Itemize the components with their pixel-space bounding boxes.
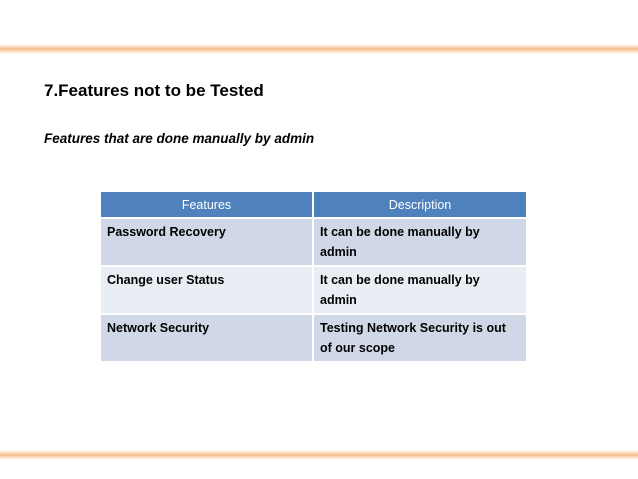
top-decorative-band (0, 44, 638, 54)
table-row: Network Security Testing Network Securit… (101, 314, 526, 361)
slide-subtitle: Features that are done manually by admin (44, 131, 315, 146)
description-cell: It can be done manually by admin (313, 266, 526, 315)
description-cell: Testing Network Security is out of our s… (313, 314, 526, 361)
table-row: Change user Status It can be done manual… (101, 266, 526, 315)
feature-cell: Password Recovery (101, 218, 314, 267)
feature-cell: Network Security (101, 314, 314, 361)
bottom-decorative-band (0, 450, 638, 460)
slide-title: 7.Features not to be Tested (44, 81, 264, 100)
table-header-row: Features Description (101, 192, 526, 219)
features-table: Features Description Password Recovery I… (101, 192, 526, 361)
header-features: Features (101, 192, 314, 219)
table-row: Password Recovery It can be done manuall… (101, 218, 526, 267)
feature-cell: Change user Status (101, 266, 314, 315)
header-description: Description (313, 192, 526, 219)
features-table-container: Features Description Password Recovery I… (101, 192, 526, 361)
description-cell: It can be done manually by admin (313, 218, 526, 267)
